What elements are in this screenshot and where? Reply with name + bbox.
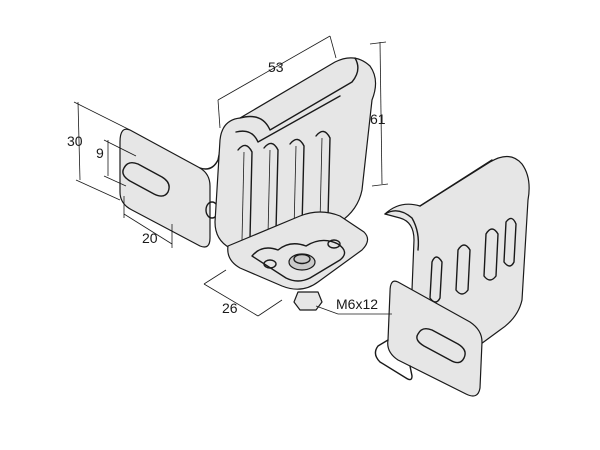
- base-recess: [251, 239, 346, 282]
- rib-line-c: [293, 145, 297, 231]
- base-hole-right: [327, 239, 341, 249]
- rib-line-a: [241, 151, 245, 241]
- dim-53-label: 53: [268, 59, 284, 75]
- clip-top-edge: [419, 159, 493, 207]
- clip-flange-slot: [416, 327, 466, 364]
- rib-2: [263, 142, 279, 231]
- clip-slot-3: [483, 228, 499, 281]
- dim-61-label: 61: [370, 111, 386, 127]
- left-bracket: [119, 57, 377, 311]
- clip-slot-2: [455, 244, 471, 295]
- flange-bend: [199, 149, 221, 170]
- clip-slot-4: [503, 217, 517, 267]
- rib-line-b: [267, 149, 271, 235]
- dim-9-label: 9: [96, 145, 104, 161]
- dim-screw-label: M6x12: [336, 296, 378, 312]
- top-lip-inner: [235, 95, 341, 143]
- base-hole-left: [263, 259, 277, 269]
- dimensions: 53 61 30 9 20 26 M6x12: [67, 35, 392, 317]
- left-flange: [119, 128, 211, 248]
- rib-line-d: [319, 137, 323, 223]
- screw-head: [288, 253, 316, 271]
- top-lip: [239, 57, 359, 131]
- clip-flange: [387, 280, 483, 397]
- nut: [293, 291, 323, 311]
- rib-3: [289, 138, 305, 227]
- right-clip: [374, 155, 530, 397]
- clip-top-curl: [384, 210, 420, 251]
- rib-1: [237, 144, 253, 239]
- dim-20-label: 20: [142, 230, 158, 246]
- flange-slot: [122, 161, 170, 197]
- dim-26-label: 26: [222, 300, 238, 316]
- base-plate: [227, 211, 369, 290]
- dim-30-label: 30: [67, 133, 83, 149]
- rib-4: [315, 130, 331, 219]
- clip-bottom-edge: [374, 339, 413, 381]
- screw-head-top: [293, 253, 311, 265]
